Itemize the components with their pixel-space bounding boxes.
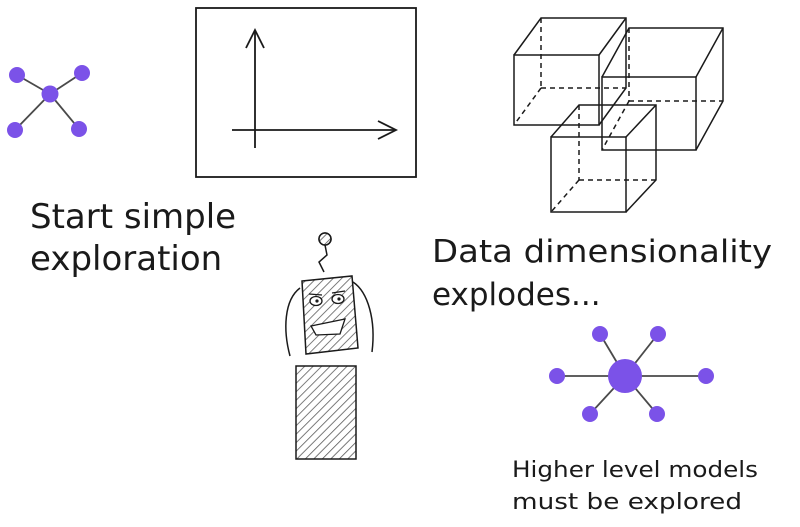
cube (601, 27, 724, 151)
network-node (549, 368, 565, 384)
robot-mouth (310, 318, 346, 336)
higher-level-label: Higher level models must be explored (512, 458, 758, 515)
axes-frame (195, 7, 417, 178)
robot-arm (352, 281, 374, 353)
network-node (9, 67, 25, 83)
robot-antenna (318, 244, 328, 273)
network-node (650, 326, 666, 342)
network-node (41, 85, 59, 103)
start-label-line-2: exploration (30, 239, 222, 279)
large-star-network-icon (549, 326, 714, 422)
network-node (582, 406, 598, 422)
network-node (7, 122, 23, 138)
network-node (592, 326, 608, 342)
robot-arm (285, 287, 301, 357)
cube (550, 104, 657, 213)
cube (513, 17, 627, 126)
higher-level-label-line-1: Higher level models (512, 458, 758, 483)
dimensionality-label-line-1: Data dimensionality (432, 234, 772, 270)
network-node (649, 406, 665, 422)
star-network-icon (7, 65, 90, 138)
robot-body (295, 365, 357, 460)
network-node (74, 65, 90, 81)
robot-head (301, 275, 359, 355)
start-label-line-1: Start simple (30, 197, 236, 237)
3d-cubes-icon (513, 17, 724, 213)
network-node (698, 368, 714, 384)
dimensionality-label: Data dimensionality explodes... (432, 234, 772, 313)
network-node (71, 121, 87, 137)
network-hub-node (608, 359, 642, 393)
confused-robot-icon (285, 232, 374, 460)
xy-axes-icon (195, 7, 417, 178)
start-label: Start simple exploration (30, 197, 236, 279)
higher-level-label-line-2: must be explored (512, 490, 742, 515)
dimensionality-label-line-2: explodes... (432, 277, 601, 313)
